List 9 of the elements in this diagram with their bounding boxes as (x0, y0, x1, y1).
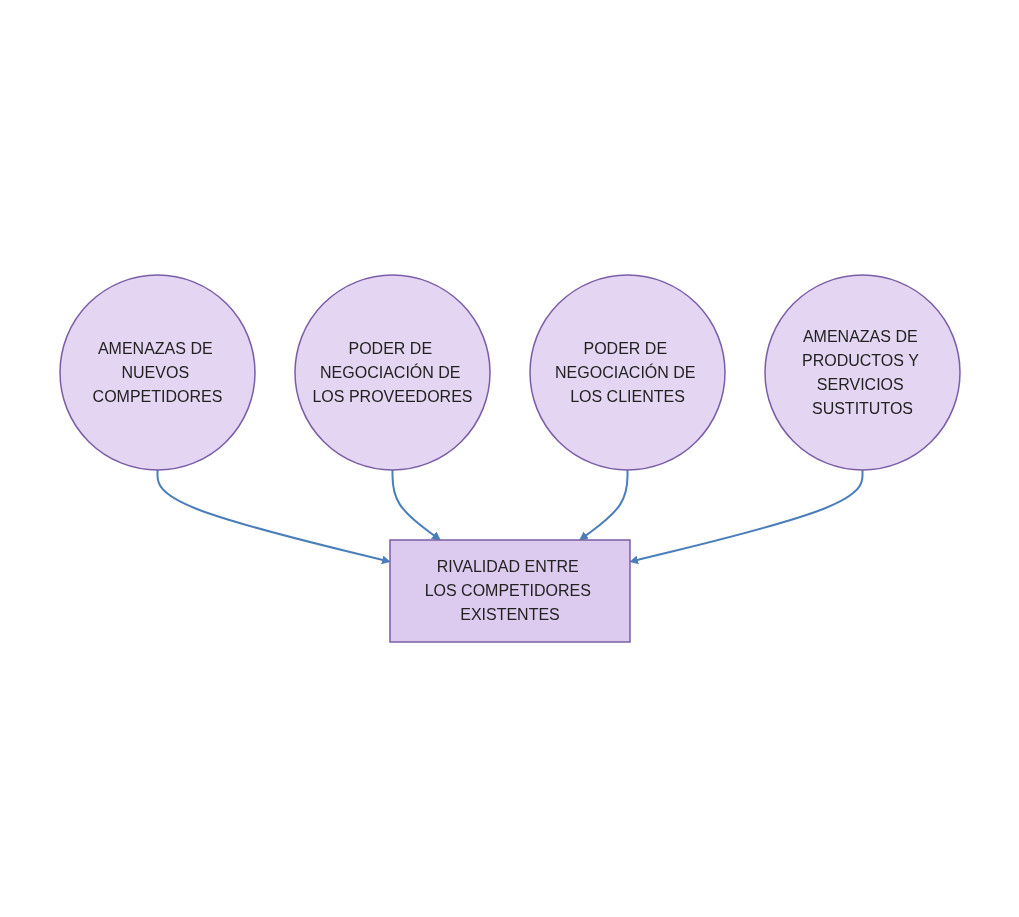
node-circle: PODER DE NEGOCIACIÓN DE LOS PROVEEDORES (293, 274, 491, 471)
arrow (578, 469, 628, 541)
node-circle: PODER DE NEGOCIACIÓN DE LOS CLIENTES (528, 274, 726, 471)
node-circle: AMENAZAS DE PRODUCTOS Y SERVICIOS SUSTITUTOS (763, 274, 961, 471)
arrow (391, 469, 441, 541)
node-circle: AMENAZAS DE NUEVOS COMPETIDORES (58, 274, 256, 471)
arrow (156, 469, 390, 565)
node-box: RIVALIDAD ENTRE LOS COMPETIDORES EXISTENTES (388, 539, 631, 643)
arrow (629, 469, 863, 565)
